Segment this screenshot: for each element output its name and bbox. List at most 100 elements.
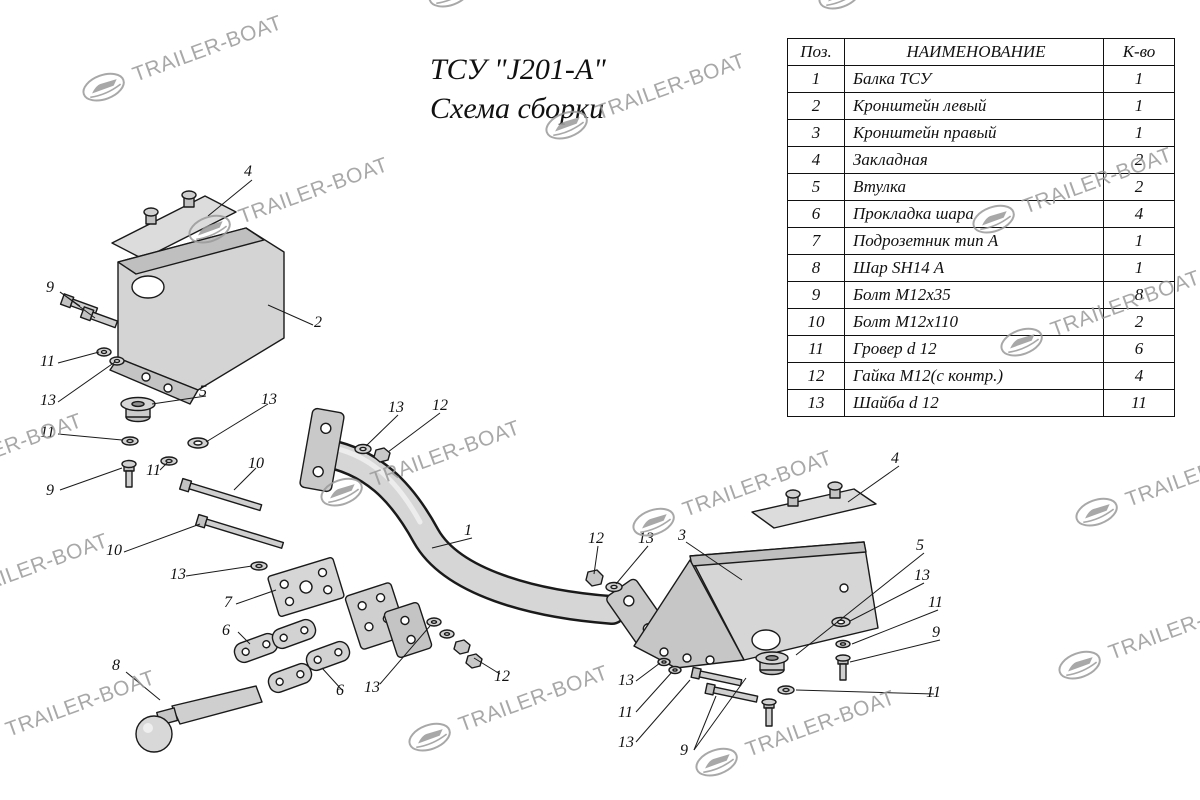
callout: 13 xyxy=(261,391,277,408)
callout: 7 xyxy=(224,594,232,611)
cell-pos: 4 xyxy=(787,146,845,174)
cell-name: Кронштейн левый xyxy=(844,92,1104,120)
cell-name: Болт М12х110 xyxy=(844,308,1104,336)
cell-pos: 13 xyxy=(787,389,845,417)
callout: 13 xyxy=(914,567,930,584)
cell-qty: 1 xyxy=(1103,65,1175,93)
cell-pos: 12 xyxy=(787,362,845,390)
callout: 12 xyxy=(494,668,510,685)
part-fasteners-bottom xyxy=(657,657,759,703)
drawing-title-line2: Схема сборки xyxy=(430,92,605,125)
part-crossbar xyxy=(299,407,671,669)
part-fasteners-right xyxy=(761,616,851,727)
callout: 6 xyxy=(222,622,230,639)
cell-qty: 4 xyxy=(1103,200,1175,228)
callout: 9 xyxy=(46,279,54,296)
cell-qty: 1 xyxy=(1103,92,1175,120)
callout: 13 xyxy=(618,734,634,751)
callout: 8 xyxy=(112,657,120,674)
cell-name: Болт М12х35 xyxy=(844,281,1104,309)
part-bracket-right xyxy=(633,541,879,669)
part-backing-plate-right xyxy=(751,481,877,529)
callout: 11 xyxy=(40,424,55,441)
part-ball-spacers xyxy=(233,618,351,694)
cell-qty: 8 xyxy=(1103,281,1175,309)
parts-group xyxy=(59,190,879,753)
callout: 10 xyxy=(248,455,264,472)
callout: 11 xyxy=(926,684,941,701)
cell-qty: 1 xyxy=(1103,119,1175,147)
callout: 11 xyxy=(928,594,943,611)
cell-name: Закладная xyxy=(844,146,1104,174)
parts-table-header-row: Поз. НАИМЕНОВАНИЕ К-во xyxy=(787,38,1175,66)
callout: 1 xyxy=(464,522,472,539)
part-washers-left xyxy=(121,436,209,488)
cell-name: Кронштейн правый xyxy=(844,119,1104,147)
part-bushing-left xyxy=(120,396,156,423)
cell-name: Шайба d 12 xyxy=(844,389,1104,417)
callout: 3 xyxy=(678,527,686,544)
cell-pos: 10 xyxy=(787,308,845,336)
callout: 13 xyxy=(638,530,654,547)
col-qty: К-во xyxy=(1103,38,1175,66)
cell-name: Прокладка шара xyxy=(844,200,1104,228)
part-long-bolts xyxy=(178,477,285,571)
cell-name: Шар SH14 A xyxy=(844,254,1104,282)
part-socket-plate xyxy=(267,557,345,617)
col-name: НАИМЕНОВАНИЕ xyxy=(844,38,1104,66)
part-hitch-ball xyxy=(135,685,263,753)
callout: 13 xyxy=(40,392,56,409)
callout: 13 xyxy=(618,672,634,689)
callout: 12 xyxy=(432,397,448,414)
callout: 5 xyxy=(916,537,924,554)
callout: 9 xyxy=(46,482,54,499)
col-pos: Поз. xyxy=(787,38,845,66)
leader-lines xyxy=(57,179,941,751)
cell-name: Подрозетник тип А xyxy=(844,227,1104,255)
cell-pos: 11 xyxy=(787,335,845,363)
cell-pos: 2 xyxy=(787,92,845,120)
callout: 11 xyxy=(146,462,161,479)
callout: 6 xyxy=(336,682,344,699)
cell-name: Гровер d 12 xyxy=(844,335,1104,363)
cell-qty: 2 xyxy=(1103,173,1175,201)
part-nut-washer-right xyxy=(585,569,623,593)
callout: 11 xyxy=(40,353,55,370)
cell-pos: 9 xyxy=(787,281,845,309)
cell-name: Гайка М12(с контр.) xyxy=(844,362,1104,390)
cell-qty: 1 xyxy=(1103,254,1175,282)
part-bolts-left xyxy=(59,293,125,366)
callout: 13 xyxy=(364,679,380,696)
callout: 9 xyxy=(932,624,940,641)
cell-qty: 2 xyxy=(1103,146,1175,174)
callout: 4 xyxy=(891,450,899,467)
cell-qty: 6 xyxy=(1103,335,1175,363)
cell-pos: 1 xyxy=(787,65,845,93)
cell-qty: 1 xyxy=(1103,227,1175,255)
cell-qty: 2 xyxy=(1103,308,1175,336)
callout: 9 xyxy=(680,742,688,759)
callout: 11 xyxy=(618,704,633,721)
cell-pos: 3 xyxy=(787,119,845,147)
cell-qty: 11 xyxy=(1103,389,1175,417)
callout: 4 xyxy=(244,163,252,180)
callout: 12 xyxy=(588,530,604,547)
callout: 13 xyxy=(388,399,404,416)
cell-name: Втулка xyxy=(844,173,1104,201)
cell-name: Балка ТСУ xyxy=(844,65,1104,93)
part-bushing-right xyxy=(755,651,789,676)
